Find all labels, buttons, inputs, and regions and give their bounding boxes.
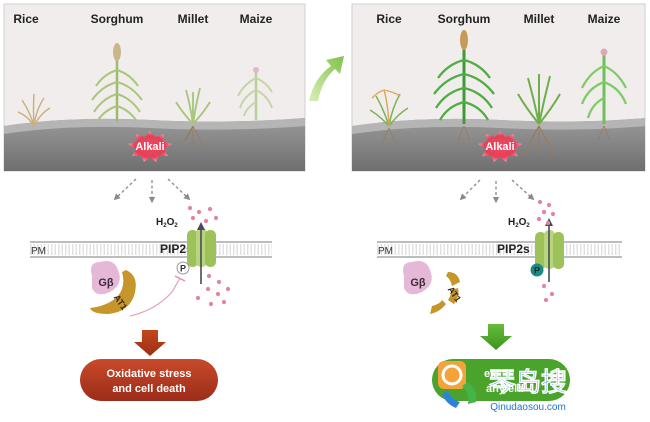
right-h2o2-label: H2O2 [508,217,530,229]
right-dashed-arrow-3 [511,179,535,201]
right-outcome-partial-1: er [484,368,495,380]
left-ros-dots [187,205,231,307]
left-at1-shape [90,270,136,314]
right-dashed-arrow-1 [459,179,481,201]
right-crop-sorghum: Sorghum [438,12,491,26]
oxidative-stress-box [80,359,218,401]
left-millet-plant-icon [175,87,211,149]
left-crop-millet: Millet [178,12,209,26]
watermark-logo [438,361,477,408]
left-soil-surface [4,118,305,134]
left-pip2s-label: PIP2s [160,242,193,256]
right-signal-arrows [459,179,535,204]
left-pm-label: PM [31,246,46,257]
right-outcome-partial-2: anyield [486,383,524,395]
left-gbeta-shape [91,261,120,295]
right-at1-label: AT1 [446,285,464,304]
right-soil-surface [352,118,645,134]
right-phospho-label: P [534,266,540,276]
right-result-arrow [480,324,512,350]
right-crop-millet: Millet [524,12,555,26]
left-alkali-burst-icon [128,131,172,162]
right-gbeta-label: Gβ [410,277,426,289]
left-maize-plant-icon [237,67,273,120]
right-pip2s-channel-icon [535,218,564,282]
left-result-arrow [134,330,166,356]
left-signal-arrows [113,178,191,204]
right-alkali-label: Alkali [485,141,514,153]
watermark-site-name: 琴岛搜 [489,367,567,397]
left-phospho-circle [176,261,190,275]
left-pip2s-channel-icon [187,222,216,284]
right-sorghum-plant-icon [433,30,495,141]
left-gbeta-label: Gβ [98,277,114,289]
right-plasma-membrane [377,241,622,258]
right-rice-plant-icon [369,89,409,143]
left-alkali-label: Alkali [135,141,164,153]
right-phospho-circle [530,263,544,277]
oxidative-stress-label-line1: Oxidative stress [107,368,192,380]
right-alkali-burst-icon [478,131,522,162]
left-dashed-arrow-3 [167,178,191,201]
left-crop-rice: Rice [13,12,39,26]
left-plasma-membrane [30,241,272,258]
oxidative-stress-label-line2: and cell death [112,383,186,395]
left-h2o2-label: H2O2 [156,217,178,229]
right-crop-rice: Rice [376,12,402,26]
right-ros-dots [536,199,556,303]
left-phospho-label: P [180,264,186,274]
right-panel: Rice Sorghum Millet Maize [351,3,646,413]
transition-arrow-icon [309,56,344,101]
left-rice-plant-icon [17,93,51,127]
left-crop-maize: Maize [240,12,273,26]
watermark-site-url: Qinudaosou.com [490,402,566,413]
right-pip2s-label: PIP2s [497,242,530,256]
right-pm-label: PM [378,246,393,257]
right-gbeta-shape [403,261,432,295]
left-sorghum-plant-icon [91,43,143,122]
right-maize-plant-icon [580,48,628,141]
right-millet-plant-icon [517,74,561,159]
left-inhibition-line [129,277,181,317]
left-crop-sorghum: Sorghum [91,12,144,26]
left-panel: Rice Sorghum Millet Maize [3,3,306,401]
left-inhibition-bar [174,275,186,282]
left-dashed-arrow-1 [113,178,137,201]
right-at1-fragments [430,272,460,314]
right-crop-maize: Maize [588,12,621,26]
